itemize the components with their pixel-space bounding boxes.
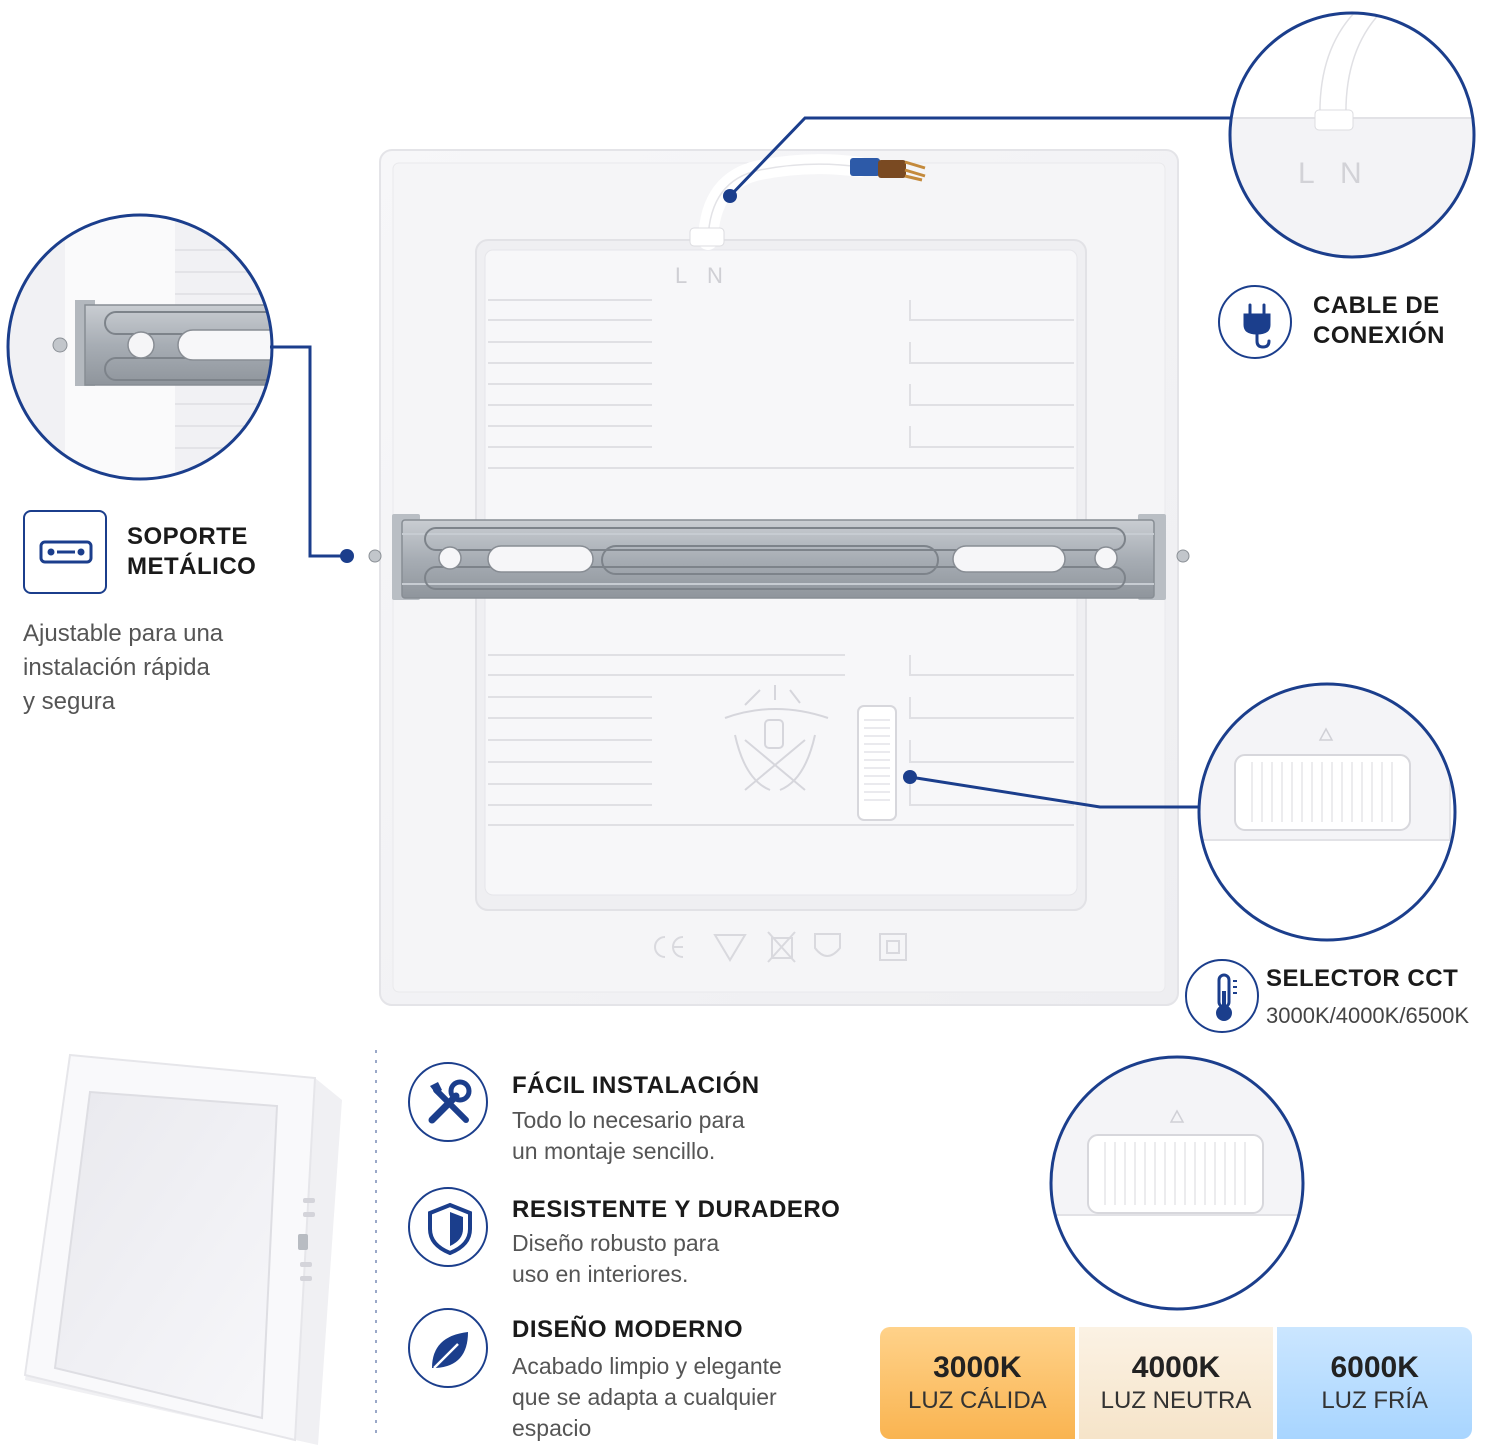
bracket-description: Ajustable para una instalación rápida y … [23,620,224,715]
marking-n: N [707,263,723,288]
zoom-marking-l: L [1298,157,1315,190]
leaf-icon [408,1308,488,1388]
temp-kelvin: 4000K [1131,1351,1221,1384]
zoom-marking-n: N [1340,157,1362,190]
selector-zoom-circle [1197,682,1457,942]
bracket-zoom-circle [6,213,274,481]
temp-neutral: 4000K LUZ NEUTRA [1074,1327,1278,1439]
marking-l: L [675,263,687,288]
selector-title: SELECTOR CCT [1266,965,1459,992]
manufacturer-stamp-icon [724,685,829,791]
cable-zoom-circle: L N [1228,11,1476,259]
bracket-icon [23,510,107,594]
temp-kelvin: 6000K [1330,1351,1419,1384]
shield-icon [408,1187,488,1267]
feature-title: RESISTENTE Y DURADERO [512,1196,841,1223]
cct-switch-on-panel [857,705,897,821]
feature-title: FÁCIL INSTALACIÓN [512,1072,760,1099]
temp-cool: 6000K LUZ FRÍA [1277,1327,1472,1439]
feature-title: DISEÑO MODERNO [512,1316,744,1343]
power-cable-on-panel [689,154,926,250]
feature-description: Todo lo necesario para un montaje sencil… [512,1107,745,1164]
temp-warm: 3000K LUZ CÁLIDA [880,1327,1075,1439]
color-temperature-bar: 3000K LUZ CÁLIDA 4000K LUZ NEUTRA 6000K … [880,1327,1472,1439]
feature-description: Diseño robusto para uso en interiores. [512,1230,720,1287]
temp-kelvin: 3000K [933,1351,1022,1384]
tools-icon [408,1062,488,1142]
lamp-front-view [23,1053,342,1445]
metal-bracket-on-panel [368,514,1190,600]
cable-title: CABLE DE CONEXIÓN [1313,292,1446,349]
compliance-marks-icon [654,931,907,963]
leader-lines [270,116,1232,809]
feature-description: Acabado limpio y elegante que se adapta … [512,1353,782,1441]
selector-subtitle: 3000K/4000K/6500K [1266,1003,1470,1028]
thermometer-icon [1185,959,1259,1033]
temp-label: LUZ FRÍA [1321,1387,1429,1414]
temp-label: LUZ CÁLIDA [907,1387,1047,1414]
plug-icon [1218,285,1292,359]
selector-zoom-circle-2 [1049,1055,1305,1311]
temp-label: LUZ NEUTRA [1100,1387,1252,1414]
bracket-title: SOPORTE METÁLICO [127,523,257,580]
